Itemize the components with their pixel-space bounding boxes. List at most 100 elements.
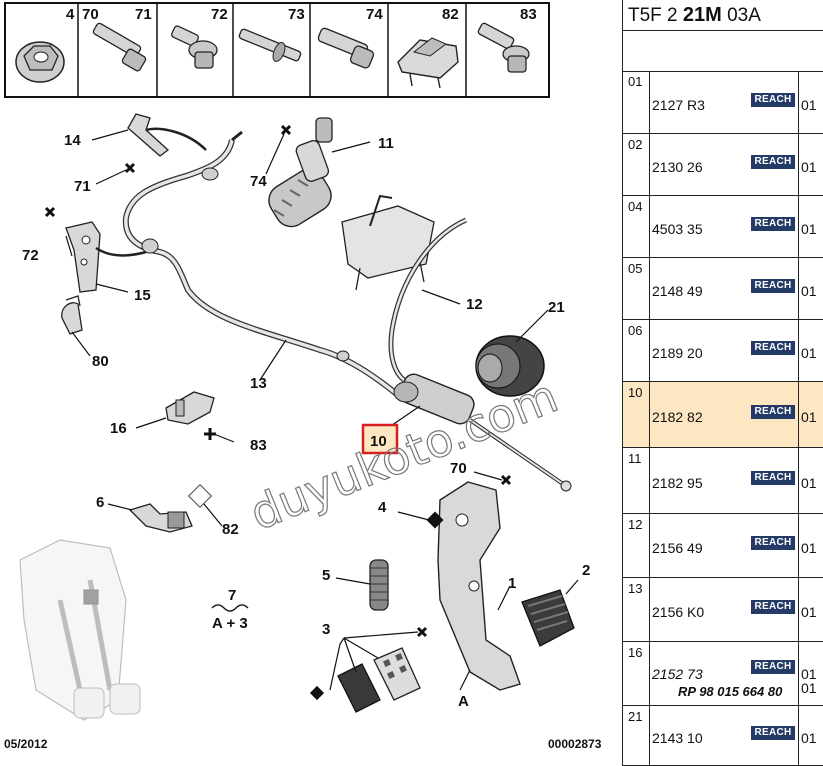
row-ref: 05 xyxy=(628,261,643,276)
part-qty: 01 xyxy=(801,283,817,299)
switch-6 xyxy=(128,503,193,533)
header-part-num: 82 xyxy=(442,6,459,23)
callout-11: 11 xyxy=(378,135,394,152)
clip-icon xyxy=(397,37,459,89)
part-code: 2189 20 xyxy=(652,345,703,361)
row-divider xyxy=(798,71,799,133)
row-divider xyxy=(798,196,799,257)
part-code: 2127 R3 xyxy=(652,97,705,113)
part-qty: 01 xyxy=(801,159,817,175)
part-row[interactable]: 06 2189 20 REACH 01 xyxy=(623,320,823,382)
callout-3: 3 xyxy=(322,621,330,638)
reach-badge: REACH xyxy=(751,93,795,107)
row-divider xyxy=(649,382,650,447)
panel-title: T5F 2 21M 03A xyxy=(623,0,823,31)
callout-14: 14 xyxy=(64,132,81,149)
row-ref: 11 xyxy=(628,451,642,466)
row-divider xyxy=(649,642,650,705)
reach-badge: REACH xyxy=(751,155,795,169)
row-divider xyxy=(649,706,650,765)
row-divider xyxy=(798,578,799,641)
reach-badge: REACH xyxy=(751,660,795,674)
callout-70: 70 xyxy=(450,460,467,477)
footer-date: 05/2012 xyxy=(4,737,48,751)
callout-1: 1 xyxy=(508,575,516,592)
nut-icon xyxy=(15,41,65,83)
part-extra-ref: RP 98 015 664 80 xyxy=(678,684,783,699)
bracket-14 xyxy=(127,113,207,157)
callout-13: 13 xyxy=(250,375,267,392)
callout-71: 71 xyxy=(74,178,91,195)
part-code: 2130 26 xyxy=(652,159,703,175)
row-divider xyxy=(798,134,799,195)
connector-82-marker xyxy=(187,483,213,509)
row-ref: 06 xyxy=(628,323,643,338)
callout-15: 15 xyxy=(134,287,151,304)
footer-ref: 00002873 xyxy=(548,737,602,751)
row-ref: 16 xyxy=(628,645,643,660)
reach-badge: REACH xyxy=(751,341,795,355)
title-prefix: T5F 2 xyxy=(628,5,683,26)
part-code: 2182 82 xyxy=(652,409,703,425)
exploded-parts-diagram: 4 70 71 72 73 74 82 83 xyxy=(4,2,602,751)
highlight-box-10[interactable] xyxy=(361,423,399,455)
callout-82: 82 xyxy=(222,521,239,538)
panel-spacer xyxy=(623,31,823,72)
brake-pedal-arm xyxy=(437,481,521,691)
header-part-num: 74 xyxy=(366,6,383,23)
row-divider xyxy=(649,320,650,381)
callout-2: 2 xyxy=(582,562,590,579)
part-extra-qty: 01 xyxy=(801,680,817,696)
part-qty: 01 xyxy=(801,475,817,491)
callout-a: A xyxy=(458,693,469,710)
callout-72: 72 xyxy=(22,247,39,264)
callout-12: 12 xyxy=(466,296,483,313)
row-ref: 10 xyxy=(628,385,643,400)
gearbox-bracket xyxy=(341,194,435,291)
row-divider xyxy=(798,642,799,705)
callout-83: 83 xyxy=(250,437,267,454)
screw-icon xyxy=(317,27,375,69)
header-part-num: 70 xyxy=(82,6,99,23)
pedal-pad-1 xyxy=(521,589,575,647)
row-divider xyxy=(649,71,650,133)
reach-badge: REACH xyxy=(751,471,795,485)
callout-4: 4 xyxy=(378,499,387,516)
part-qty: 01 xyxy=(801,540,817,556)
row-divider xyxy=(649,196,650,257)
return-spring-5 xyxy=(369,559,389,611)
row-divider xyxy=(649,514,650,577)
bracket-16 xyxy=(165,391,215,425)
row-divider xyxy=(649,578,650,641)
row-ref: 21 xyxy=(628,709,643,724)
part-qty: 01 xyxy=(801,666,817,682)
part-qty: 01 xyxy=(801,221,817,237)
reach-badge: REACH xyxy=(751,726,795,740)
row-divider xyxy=(649,134,650,195)
row-ref: 12 xyxy=(628,517,643,532)
part-qty: 01 xyxy=(801,409,817,425)
part-code: 2148 49 xyxy=(652,283,703,299)
callout-10: 10 xyxy=(370,433,387,450)
part-code: 4503 35 xyxy=(652,221,703,237)
reach-badge: REACH xyxy=(751,600,795,614)
master-cylinder-10 xyxy=(393,373,572,492)
reach-badge: REACH xyxy=(751,217,795,231)
part-qty: 01 xyxy=(801,345,817,361)
pedal-pads-3 xyxy=(309,647,421,713)
header-part-num: 72 xyxy=(211,6,228,23)
stud-icon xyxy=(238,28,302,62)
callout-21: 21 xyxy=(548,299,565,316)
reach-badge: REACH xyxy=(751,536,795,550)
